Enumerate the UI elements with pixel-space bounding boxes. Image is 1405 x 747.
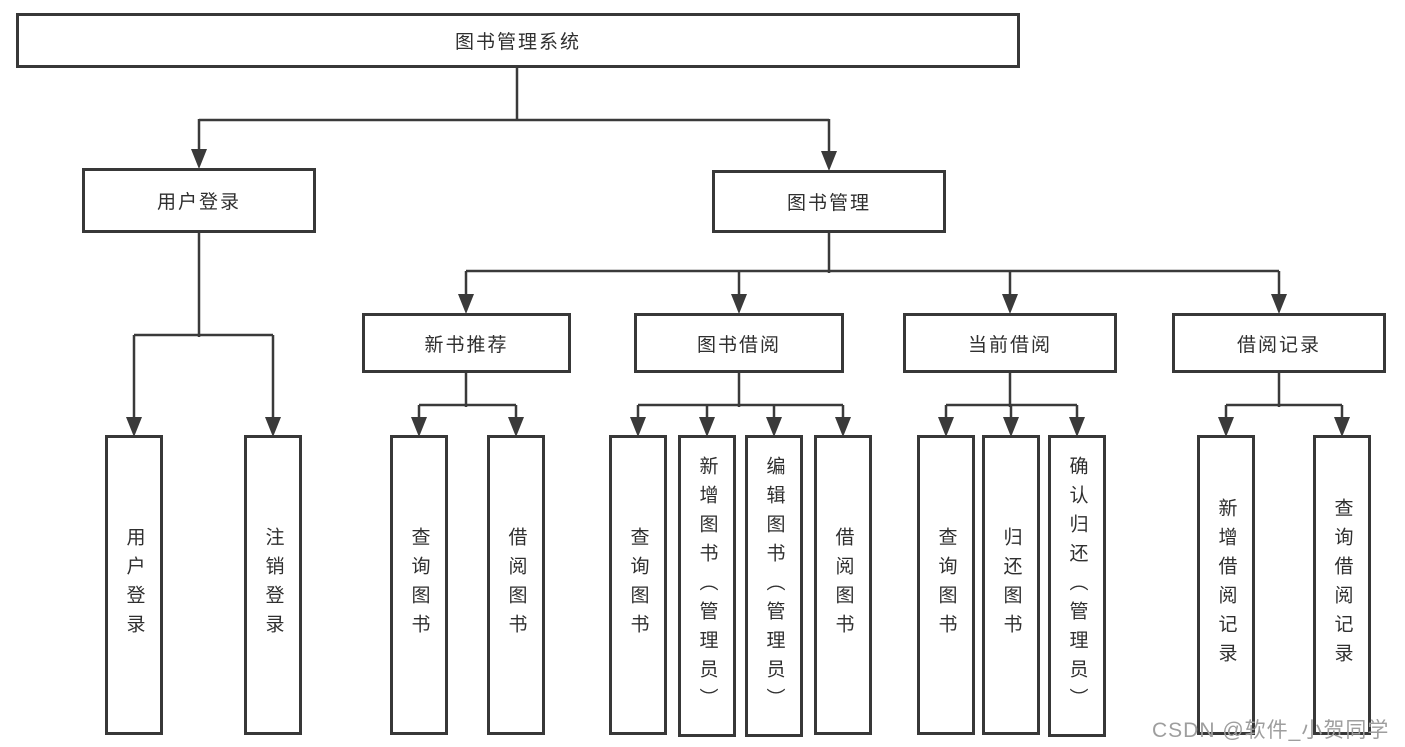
node-book-management-label: 图书管理 bbox=[786, 193, 871, 214]
leaf-confirm-return-admin-label: 确认归还（管理员） bbox=[1066, 455, 1088, 717]
leaf-query-borrow-record-label: 查询借阅记录 bbox=[1331, 498, 1353, 672]
node-book-borrow-label: 图书借阅 bbox=[696, 334, 781, 356]
leaf-query-books-recommend-label: 查询图书 bbox=[408, 527, 430, 643]
leaf-add-borrow-record-label: 新增借阅记录 bbox=[1215, 498, 1237, 672]
leaf-query-books-borrow-label: 查询图书 bbox=[627, 527, 649, 643]
node-root-label: 图书管理系统 bbox=[454, 32, 581, 53]
node-new-book-recommend: 新书推荐 bbox=[362, 313, 571, 373]
arrowheads bbox=[126, 149, 1350, 437]
watermark: CSDN @软件_小贺同学 bbox=[1152, 719, 1390, 742]
leaf-add-borrow-record: 新增借阅记录 bbox=[1197, 435, 1255, 735]
leaf-borrow-books-2-label: 借阅图书 bbox=[832, 527, 854, 643]
leaf-query-books-current: 查询图书 bbox=[917, 435, 975, 735]
node-current-borrow: 当前借阅 bbox=[903, 313, 1117, 373]
node-new-book-recommend-label: 新书推荐 bbox=[424, 334, 509, 356]
node-root: 图书管理系统 bbox=[16, 13, 1020, 68]
leaf-confirm-return-admin: 确认归还（管理员） bbox=[1048, 435, 1106, 737]
leaf-add-book-admin: 新增图书（管理员） bbox=[678, 435, 736, 737]
leaf-borrow-books-2: 借阅图书 bbox=[814, 435, 872, 735]
leaf-borrow-books-recommend: 借阅图书 bbox=[487, 435, 545, 735]
leaf-user-login-label: 用户登录 bbox=[123, 527, 145, 643]
node-user-login: 用户登录 bbox=[82, 168, 316, 233]
leaf-user-login: 用户登录 bbox=[105, 435, 163, 735]
leaf-logout: 注销登录 bbox=[244, 435, 302, 735]
leaf-borrow-books-recommend-label: 借阅图书 bbox=[505, 527, 527, 643]
leaf-query-borrow-record: 查询借阅记录 bbox=[1313, 435, 1371, 735]
leaf-query-books-borrow: 查询图书 bbox=[609, 435, 667, 735]
node-user-login-label: 用户登录 bbox=[156, 192, 241, 213]
leaf-return-book-label: 归还图书 bbox=[1000, 527, 1022, 643]
leaf-return-book: 归还图书 bbox=[982, 435, 1040, 735]
node-borrow-records: 借阅记录 bbox=[1172, 313, 1386, 373]
leaf-add-book-admin-label: 新增图书（管理员） bbox=[696, 455, 718, 717]
leaf-query-books-recommend: 查询图书 bbox=[390, 435, 448, 735]
node-book-borrow: 图书借阅 bbox=[634, 313, 844, 373]
leaf-logout-label: 注销登录 bbox=[262, 527, 284, 643]
node-borrow-records-label: 借阅记录 bbox=[1236, 334, 1321, 356]
leaf-edit-book-admin-label: 编辑图书（管理员） bbox=[763, 455, 785, 717]
leaf-query-books-current-label: 查询图书 bbox=[935, 527, 957, 643]
node-current-borrow-label: 当前借阅 bbox=[967, 334, 1052, 356]
connector-path bbox=[132, 68, 1344, 419]
leaf-edit-book-admin: 编辑图书（管理员） bbox=[745, 435, 803, 737]
node-book-management: 图书管理 bbox=[712, 170, 946, 233]
